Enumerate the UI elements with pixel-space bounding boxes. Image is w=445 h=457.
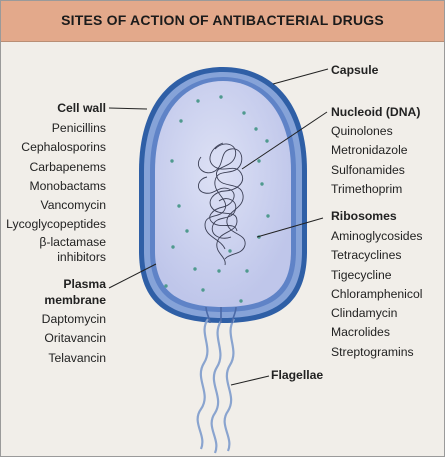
drug-item: Tetracyclines <box>331 248 402 263</box>
drug-item: Aminoglycosides <box>331 229 423 243</box>
leader-ribosomes <box>256 217 324 238</box>
leader-plasma-membrane <box>108 263 157 289</box>
leader-nucleoid <box>241 111 328 170</box>
plasma-membrane-label-line2: membrane <box>44 293 106 307</box>
drug-item: Vancomycin <box>40 198 106 213</box>
ribosomes <box>164 95 270 303</box>
capsule-label: Capsule <box>331 63 379 77</box>
figure-title: SITES OF ACTION OF ANTIBACTERIAL DRUGS <box>61 12 384 28</box>
drug-item: Sulfonamides <box>331 162 405 177</box>
drug-item: Cephalosporins <box>21 140 106 155</box>
drug-item: Oritavancin <box>44 331 106 346</box>
drug-item: Chloramphenicol <box>331 286 423 301</box>
cytoplasm <box>155 81 291 307</box>
title-bar: SITES OF ACTION OF ANTIBACTERIAL DRUGS <box>1 1 444 42</box>
drug-item: Macrolides <box>331 325 390 340</box>
drug-item: Telavancin <box>48 350 106 365</box>
leader-cell-wall <box>108 107 148 110</box>
drug-item: Daptomycin <box>41 312 106 326</box>
flagellum-3 <box>223 318 235 452</box>
drug-item: Trimethoprim <box>331 181 403 196</box>
nucleoid-drug-list: Quinolones Metronidazole Sulfonamides Tr… <box>331 122 408 199</box>
drug-item: Monobactams <box>29 178 106 193</box>
drug-item: Carbapenems <box>29 159 106 174</box>
drug-item: Metronidazole <box>331 143 408 158</box>
nucleoid-label: Nucleoid (DNA) <box>331 105 421 119</box>
plasma-membrane-label-line1: Plasma <box>63 277 106 291</box>
drug-item: Tigecycline <box>331 267 392 282</box>
leader-capsule <box>272 68 329 85</box>
ribosomes-label: Ribosomes <box>331 209 397 223</box>
drug-item: Lycoglycopeptides <box>6 217 106 232</box>
flagella-base <box>205 306 237 324</box>
drug-item: Streptogramins <box>331 344 414 359</box>
nucleoid-dna <box>197 142 246 266</box>
ribosome-drug-list: Aminoglycosides Tetracyclines Tigecyclin… <box>331 227 422 362</box>
cell-wall-label: Cell wall <box>57 101 106 115</box>
drug-item: Penicillins <box>51 121 106 135</box>
leader-lines <box>108 68 329 386</box>
flagellae <box>196 318 235 454</box>
leader-flagellae <box>230 375 270 386</box>
plasma-membrane-drug-list: Daptomycin Oritavancin Telavancin <box>42 310 106 368</box>
drug-item: β-lactamase <box>39 234 106 249</box>
drug-item: Quinolones <box>331 124 393 138</box>
drug-item: inhibitors <box>57 249 106 264</box>
flagellum-1 <box>196 318 209 450</box>
flagellae-label: Flagellae <box>271 368 324 382</box>
cell-wall-drug-list: Penicillins Cephalosporins Carbapenems M… <box>6 119 106 265</box>
drug-item: Clindamycin <box>331 306 398 321</box>
flagellum-2 <box>210 320 222 454</box>
